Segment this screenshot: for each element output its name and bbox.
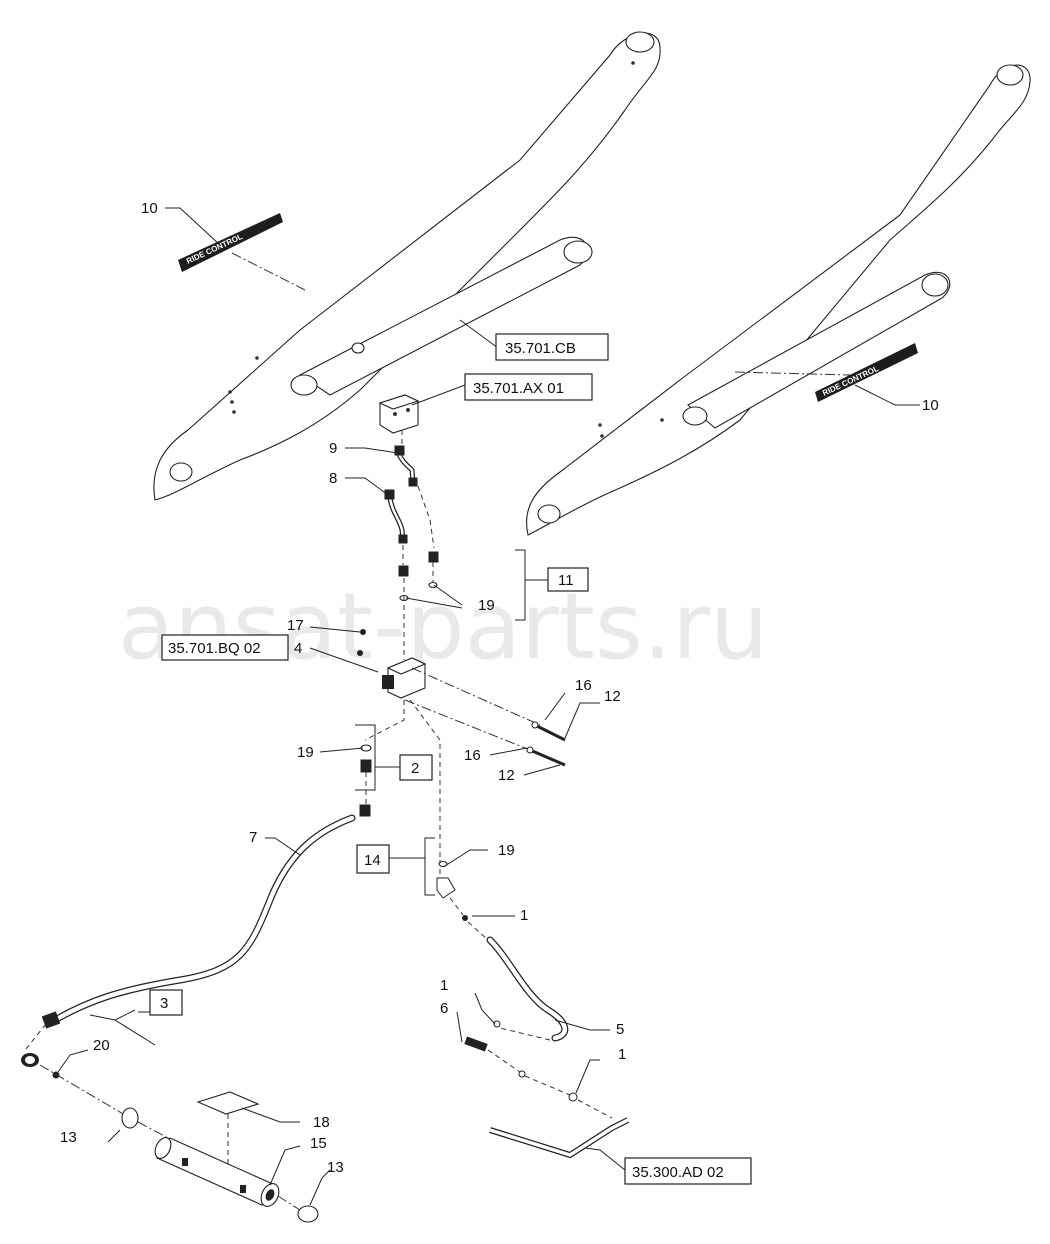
callout-10: 10 [141, 200, 158, 217]
ref-35-300-ad-02[interactable]: 35.300.AD 02 [632, 1164, 724, 1181]
fitting [398, 565, 409, 577]
ride-control-valve [357, 629, 427, 699]
box-3 [149, 989, 183, 1016]
loader-arm-right [526, 64, 1031, 536]
callout-14: 14 [364, 852, 381, 869]
callout-17: 17 [287, 617, 304, 634]
callout-16: 16 [575, 677, 592, 694]
pivot-hole [625, 31, 655, 53]
bolt-12-upper [531, 721, 566, 742]
callout-5: 5 [616, 1021, 624, 1038]
callout-1: 1 [440, 977, 448, 994]
valve-block [378, 394, 420, 434]
callout-15: 15 [310, 1135, 327, 1152]
box-2 [399, 754, 433, 781]
ref-box-35-701-cb[interactable] [495, 333, 609, 361]
callout-3: 3 [160, 995, 168, 1012]
callout-6: 6 [440, 1000, 448, 1017]
ref-35-701-cb[interactable]: 35.701.CB [505, 340, 576, 357]
hose-5 [486, 936, 569, 1042]
callout-18: 18 [313, 1114, 330, 1131]
pivot-hole [169, 462, 193, 482]
fitting [360, 759, 372, 773]
hose-7 [41, 814, 356, 1029]
callout-9: 9 [329, 440, 337, 457]
callout-2: 2 [411, 760, 419, 777]
callout-19: 19 [498, 842, 515, 859]
callout-12: 12 [604, 688, 621, 705]
clamp-13-left [121, 1107, 139, 1129]
callout-11: 11 [558, 572, 574, 589]
callout-16: 16 [464, 747, 481, 764]
elbow-fitting [21, 1053, 60, 1079]
tube-9 [394, 445, 418, 487]
ref-35-701-bq-02[interactable]: 35.701.BQ 02 [168, 640, 261, 657]
svg-text:RIDE CONTROL: RIDE CONTROL [185, 232, 244, 266]
callout-13: 13 [327, 1159, 344, 1176]
callout-7: 7 [249, 829, 257, 846]
box-11 [547, 567, 589, 592]
ride-control-decal-left: RIDE CONTROL [178, 213, 283, 272]
callout-8: 8 [329, 470, 337, 487]
hose-end [359, 804, 371, 817]
tube-8 [384, 489, 408, 544]
callout-19: 19 [478, 597, 495, 614]
callout-13: 13 [60, 1129, 77, 1146]
callout-1: 1 [618, 1046, 626, 1063]
leader-lines [57, 207, 920, 1206]
callout-20: 20 [93, 1037, 110, 1054]
ref-box-35-701-ax-01[interactable] [464, 373, 593, 401]
box-14 [356, 844, 390, 874]
elbow-14 [436, 877, 456, 899]
loader-arm-left [153, 31, 661, 501]
clamp-13-right [297, 1205, 319, 1223]
callout-10: 10 [922, 397, 939, 414]
callout-1: 1 [520, 907, 528, 924]
fitting [428, 551, 439, 563]
ref-box-35-701-bq-02[interactable] [161, 634, 289, 661]
fitting-6 [464, 1036, 488, 1052]
ref-box-35-300-ad-02[interactable] [624, 1157, 752, 1185]
ref-35-701-ax-01[interactable]: 35.701.AX 01 [473, 380, 564, 397]
watermark: ansat-parts.ru [118, 573, 768, 680]
accumulator-15 [154, 1137, 280, 1207]
tube-35-300-ad-02 [489, 1117, 630, 1159]
bolt-12-lower [526, 746, 566, 767]
callout-19: 19 [297, 744, 314, 761]
callout-12: 12 [498, 767, 515, 784]
callout-4: 4 [294, 640, 302, 657]
